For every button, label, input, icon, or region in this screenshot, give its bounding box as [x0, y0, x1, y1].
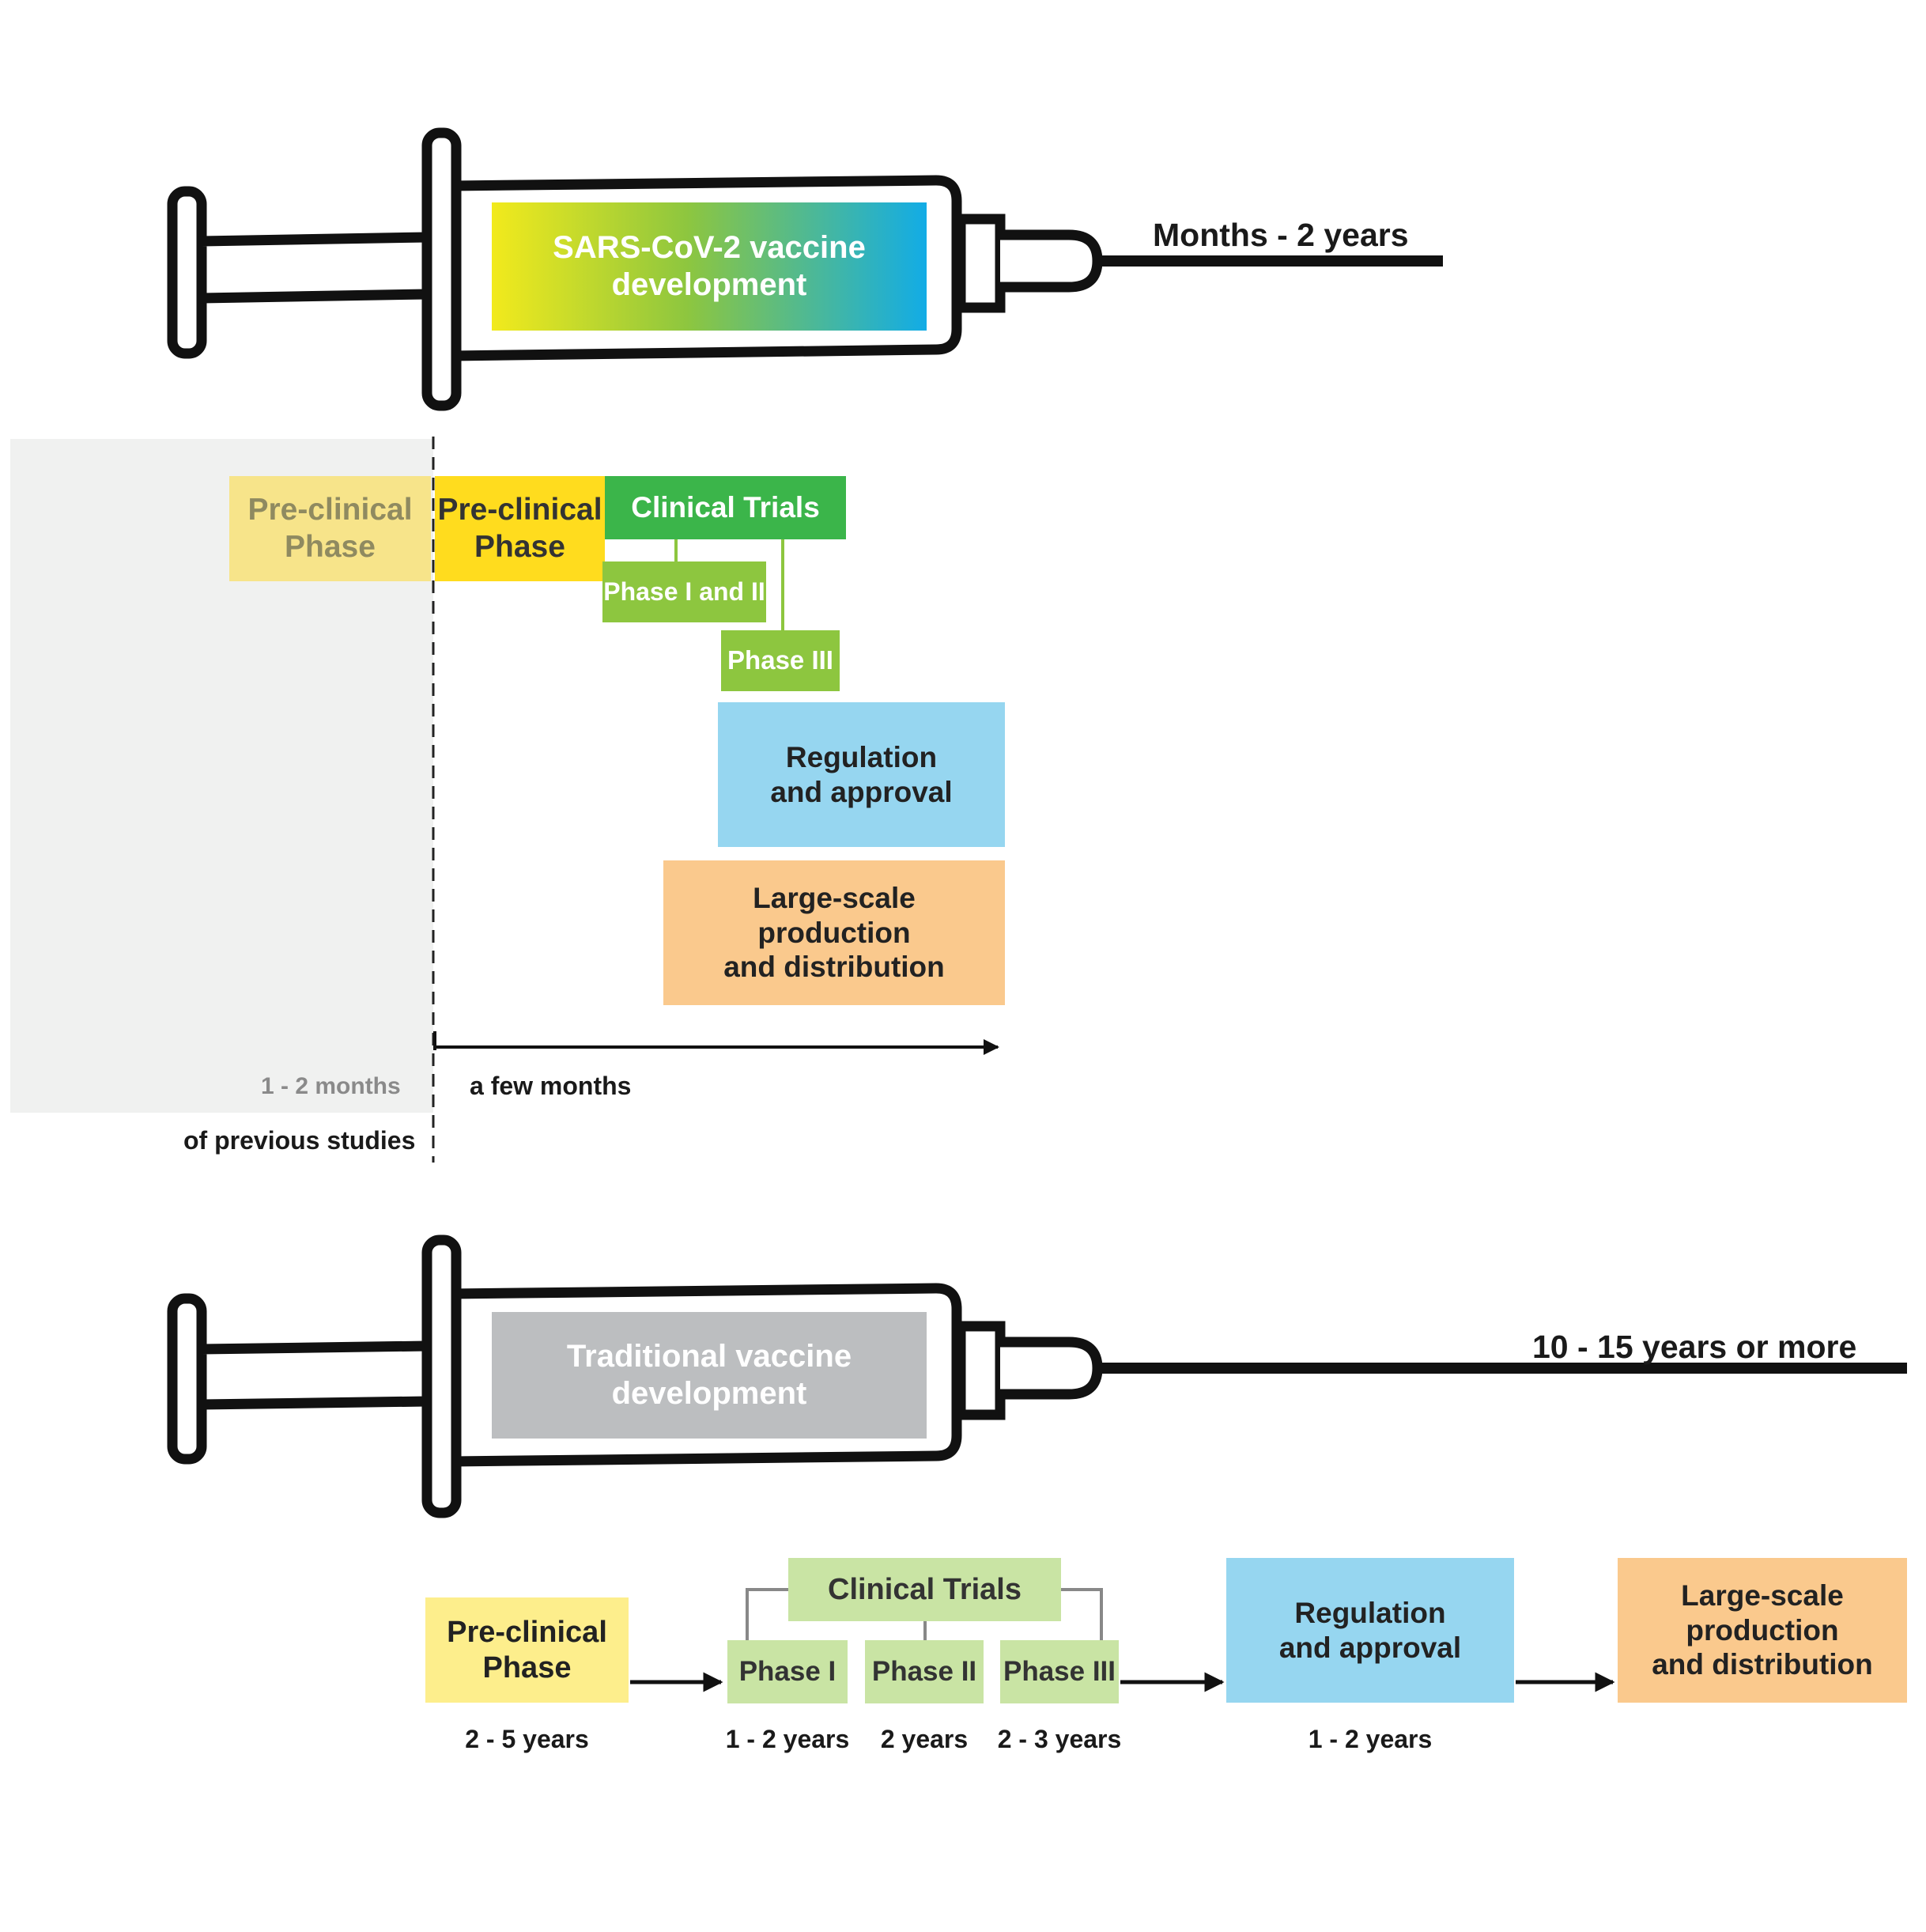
trad-phase-1-label: Phase I	[738, 1656, 836, 1688]
needle-hub	[1000, 229, 1103, 293]
faded-preclinical-label: Pre-clinical Phase	[247, 493, 413, 564]
phase-3-label: Phase III	[727, 645, 833, 675]
clinical-trials-label: Clinical Trials	[631, 491, 820, 524]
fast-duration-label: Months - 2 years	[1153, 217, 1409, 253]
preclinical-box	[435, 476, 605, 581]
trad-preclinical-label: Pre-clinical Phase	[447, 1615, 607, 1684]
trad-phase-2-time: 2 years	[880, 1725, 969, 1754]
trad-phase-1-time: 1 - 2 years	[725, 1725, 850, 1754]
plunger-rod	[196, 1340, 432, 1410]
traditional-duration-label: 10 - 15 years or more	[1532, 1329, 1857, 1365]
trad-clinical-trials-label: Clinical Trials	[828, 1572, 1022, 1606]
regulation-label: Regulation and approval	[770, 740, 953, 808]
syringe-icon-traditional	[167, 1234, 1907, 1518]
trad-clinical-trials-box	[788, 1558, 1061, 1621]
barrel-fill-gradient	[492, 202, 927, 331]
trad-production-label: Large-scale production and distribution	[1652, 1579, 1873, 1681]
trad-phase-2-label: Phase II	[871, 1656, 977, 1688]
barrel-tip	[955, 214, 1006, 313]
trad-regulation-box	[1226, 1558, 1514, 1703]
faded-preclinical-box	[229, 476, 431, 581]
phase-1-2-box	[602, 561, 766, 622]
bracket-line	[1061, 1588, 1103, 1640]
previous-studies-note: of previous studies	[183, 1126, 416, 1155]
trad-production-box	[1618, 1558, 1907, 1703]
previous-duration-label: 1 - 2 months	[261, 1073, 401, 1099]
barrel-tip	[955, 1321, 1006, 1420]
trad-preclinical-time: 2 - 5 years	[465, 1725, 589, 1754]
trad-phase-1-box	[727, 1640, 848, 1703]
needle-hub	[1000, 1337, 1103, 1400]
production-box	[663, 860, 1005, 1005]
barrel-fill-grey	[492, 1312, 927, 1439]
regulation-box	[718, 702, 1005, 847]
few-months-label: a few months	[470, 1072, 632, 1100]
finger-flange	[421, 1234, 462, 1518]
syringe-icon-fast	[167, 127, 1443, 411]
trad-phase-3-time: 2 - 3 years	[997, 1725, 1122, 1754]
finger-flange	[421, 127, 462, 411]
trad-phase-3-label: Phase III	[1003, 1656, 1116, 1688]
clinical-trials-box	[605, 476, 846, 539]
phase-1-2-label: Phase I and II	[603, 577, 765, 606]
traditional-syringe-label: Traditional vaccine development	[566, 1338, 852, 1411]
preclinical-label: Pre-clinical Phase	[437, 493, 602, 564]
trad-phase-2-box	[865, 1640, 984, 1703]
trad-regulation-label: Regulation and approval	[1278, 1596, 1462, 1664]
trad-phase-3-box	[1000, 1640, 1119, 1703]
trad-preclinical-box	[425, 1597, 629, 1703]
fast-syringe-label: SARS-CoV-2 vaccine development	[553, 229, 866, 302]
trad-regulation-time: 1 - 2 years	[1308, 1725, 1433, 1754]
bracket-line	[746, 1588, 788, 1640]
phase-3-box	[721, 630, 840, 691]
production-label: Large-scale production and distribution	[723, 882, 945, 984]
plunger-rod	[196, 232, 432, 304]
